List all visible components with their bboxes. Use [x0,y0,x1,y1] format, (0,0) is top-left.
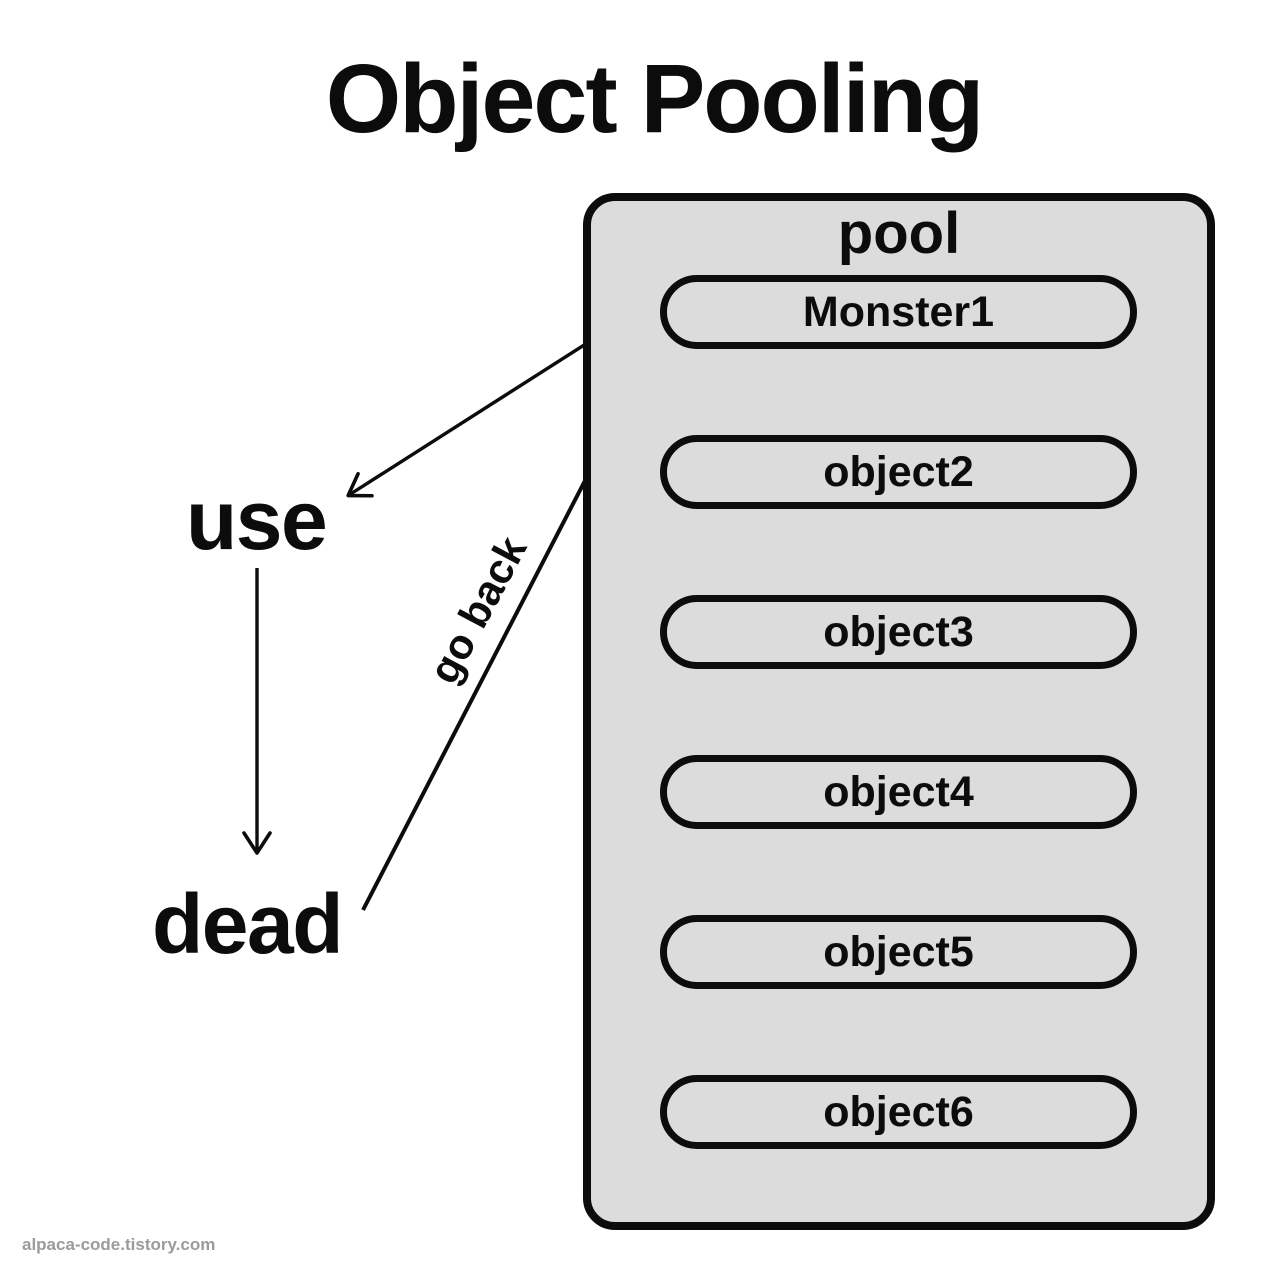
pool-item-label: object5 [823,927,974,976]
go-back-arrow-label: go back [419,528,536,691]
pool-container: pool Monster1 object2 object3 object4 ob… [583,193,1215,1230]
pool-item-label: object2 [823,447,974,496]
pool-item-label: object6 [823,1087,974,1136]
pool-item-object3: object3 [660,595,1137,669]
pool-item-object2: object2 [660,435,1137,509]
pool-item-label: object3 [823,607,974,656]
pool-item-monster1: Monster1 [660,275,1137,349]
pool-item-object6: object6 [660,1075,1137,1149]
pool-item-label: Monster1 [802,287,995,336]
diagram-title: Object Pooling [325,44,984,153]
pool-item-object4: object4 [660,755,1137,829]
state-use-label: use [186,473,328,567]
watermark-text: alpaca-code.tistory.com [22,1235,216,1254]
pool-item-object5: object5 [660,915,1137,989]
pool-item-label: object4 [823,767,974,816]
state-dead-label: dead [152,877,344,971]
pool-title: pool [837,201,961,266]
